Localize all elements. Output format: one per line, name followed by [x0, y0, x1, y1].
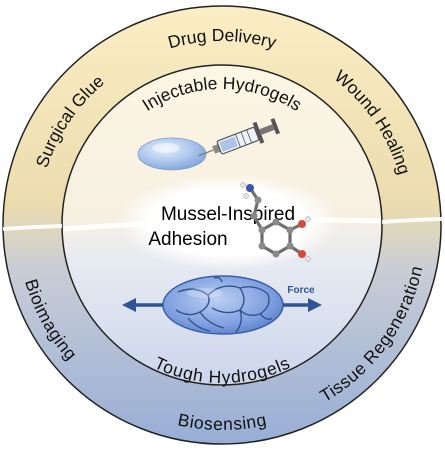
syringe-icon — [198, 118, 281, 157]
hydrogel-network-icon — [162, 275, 284, 335]
hydrogel-droplet — [137, 137, 207, 171]
force-label: Force — [287, 285, 315, 296]
force-arrow-left — [122, 298, 163, 312]
center-title-line1: Mussel-Inspired — [161, 204, 295, 225]
center-title-line2: Adhesion — [148, 229, 227, 250]
catechol-molecule-icon — [240, 182, 311, 262]
center-glow — [116, 174, 340, 270]
force-arrow-right — [283, 298, 322, 312]
